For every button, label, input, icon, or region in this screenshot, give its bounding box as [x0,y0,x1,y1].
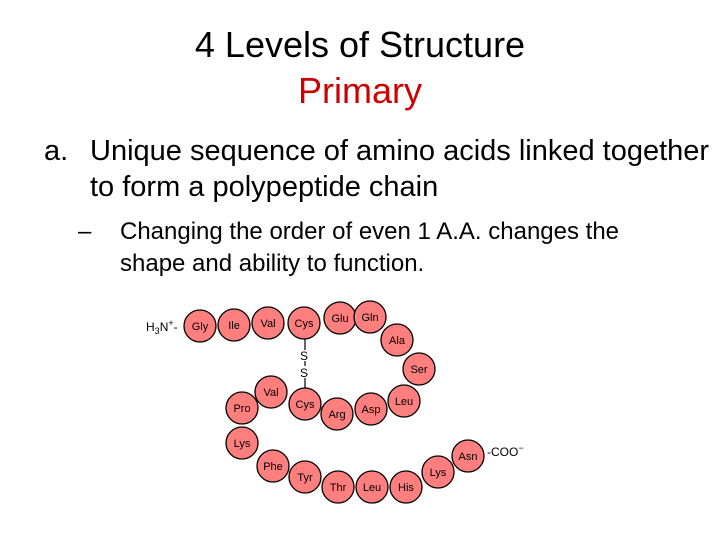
residue-19: Leu [355,470,389,504]
residue-label: Phe [263,461,283,473]
n-terminus-label: H3N+- [146,318,178,336]
residue-circle [451,439,485,473]
residue-circle [387,384,421,418]
residue-label: Asp [362,404,381,416]
residue-22: Asn [451,439,485,473]
residue-label: Val [263,387,278,399]
sub-bullet-marker: – [78,218,92,245]
slide-title-block: 4 Levels of Structure Primary [0,22,720,114]
residue-circle [353,300,387,334]
sub-bullet-text: Changing the order of even 1 A.A. change… [120,218,620,277]
residue-circle [354,392,388,426]
residue-circle [251,306,285,340]
residue-label: Pro [233,403,250,415]
residue-12: Cys [288,387,322,421]
residue-circle [256,449,290,483]
residue-17: Tyr [288,460,322,494]
residue-4: Cys [287,306,321,340]
residue-circle [225,391,259,425]
residue-label: Cys [296,399,315,411]
residue-label: Lys [234,438,251,450]
residue-1: Gly [183,309,217,343]
residue-11: Arg [320,397,354,431]
residue-label: Gln [361,312,378,324]
residue-3: Val [251,306,285,340]
residue-label: Leu [395,396,413,408]
residue-circle [402,352,436,386]
residue-6: Gln [353,300,387,334]
residue-label: Cys [295,318,314,330]
residue-circle [287,306,321,340]
residue-18: Thr [321,470,355,504]
bullet-a-marker: a. [44,135,69,167]
residue-21: Lys [421,455,455,489]
residue-circle [389,470,423,504]
residue-circle [225,426,259,460]
residue-16: Phe [256,449,290,483]
residue-circle [380,323,414,357]
residue-circle [320,397,354,431]
residue-label: Glu [331,313,348,325]
residue-label: Val [260,318,275,330]
residue-label: Ala [389,335,406,347]
residue-label: His [398,482,414,494]
residue-14: Pro [225,391,259,425]
residue-8: Ser [402,352,436,386]
c-terminus-label: -COO− [487,443,524,459]
residue-label: Gly [192,321,209,333]
residue-20: His [389,470,423,504]
slide-subtitle: Primary [298,70,422,111]
residue-9: Leu [387,384,421,418]
residue-circle [288,387,322,421]
disulfide-atom-2: S [300,366,308,380]
residue-circle [288,460,322,494]
residue-circle [355,470,389,504]
residue-label: Asn [459,451,478,463]
residue-circle [183,309,217,343]
residue-13: Val [254,375,288,409]
residue-7: Ala [380,323,414,357]
bullet-a-text: Unique sequence of amino acids linked to… [90,135,710,203]
residue-15: Lys [225,426,259,460]
residue-10: Asp [354,392,388,426]
disulfide-atom-1: S [300,349,308,363]
residue-label: Leu [363,482,381,494]
slide-title: 4 Levels of Structure [194,24,526,65]
residue-circle [421,455,455,489]
residue-circle [254,375,288,409]
residue-label: Ile [228,320,240,332]
residue-2: Ile [217,308,251,342]
residue-label: Thr [330,482,347,494]
residue-label: Ser [410,364,427,376]
residue-label: Arg [328,409,345,421]
residue-5: Glu [323,301,357,335]
residue-label: Tyr [297,472,313,484]
residue-circle [321,470,355,504]
residue-circle [217,308,251,342]
disulfide-bridge: S S [300,335,308,390]
residue-label: Lys [430,467,447,479]
